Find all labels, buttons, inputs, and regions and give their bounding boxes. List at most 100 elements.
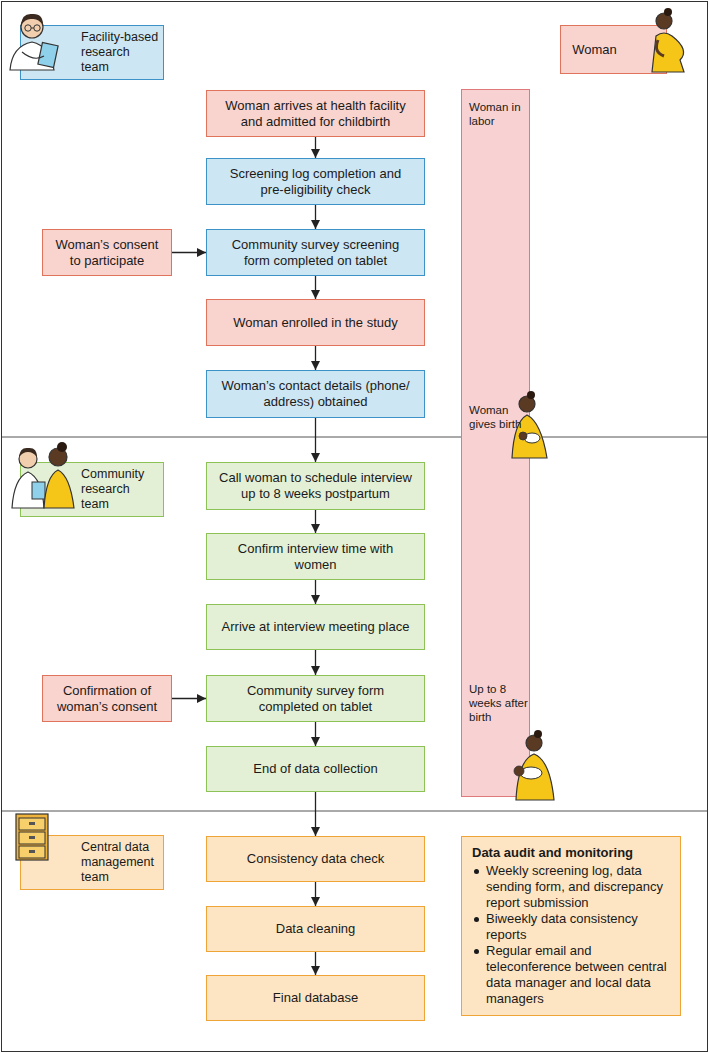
researcher-icon xyxy=(25,25,31,31)
researcher-icon xyxy=(34,25,40,31)
process-box: Confirmation of woman’s consent xyxy=(42,675,172,722)
process-box: Community survey form completed on table… xyxy=(206,675,425,722)
flow-arrow xyxy=(315,882,316,906)
community-team-icon xyxy=(44,470,74,508)
box-text: Confirmation of woman’s consent xyxy=(53,683,161,715)
process-box: Screening log completion and pre-eligibi… xyxy=(206,158,425,205)
flow-arrow xyxy=(315,952,316,975)
bullet-row: Weekly screening log, data sending form,… xyxy=(472,863,670,911)
researcher-icon xyxy=(38,43,58,68)
researcher-icon xyxy=(10,42,54,70)
flow-arrow xyxy=(172,252,206,253)
researcher-icon xyxy=(10,14,58,70)
flow-arrow xyxy=(315,205,316,229)
community-team-icon xyxy=(32,482,45,499)
process-box: Community survey screening form complete… xyxy=(206,229,425,276)
bullet-row: Regular email and teleconference between… xyxy=(472,943,670,1007)
section-divider xyxy=(2,811,707,812)
bullet-text: Biweekly data consistency reports xyxy=(486,911,670,943)
bullet-text: Weekly screening log, data sending form,… xyxy=(486,863,670,911)
woman-giving-birth-icon xyxy=(519,432,527,440)
timeline-bar: Woman in laborWoman gives birth Up to 8 w… xyxy=(461,89,530,797)
researcher-icon xyxy=(31,28,34,29)
community-team-icon xyxy=(19,450,37,468)
team-name: Central data management team xyxy=(81,840,159,885)
flow-arrow xyxy=(315,722,316,746)
flow-arrow xyxy=(315,792,316,836)
filing-cabinet-icon xyxy=(29,850,35,853)
mother-with-baby-icon xyxy=(520,767,542,779)
researcher-icon xyxy=(22,52,44,58)
box-text: Final database xyxy=(273,990,358,1006)
box-text: Confirm interview time with women xyxy=(217,541,414,573)
process-box: Woman enrolled in the study xyxy=(206,299,425,346)
bullet-dot xyxy=(474,949,479,954)
filing-cabinet-icon xyxy=(19,818,45,830)
box-text: Arrive at interview meeting place xyxy=(222,619,410,635)
process-box: Woman arrives at health facility and adm… xyxy=(206,90,425,137)
woman-giving-birth-icon xyxy=(512,391,547,458)
process-box: Arrive at interview meeting place xyxy=(206,604,425,650)
process-box: Woman’s contact details (phone/ address)… xyxy=(206,370,425,418)
researcher-icon xyxy=(21,14,43,25)
researcher-icon xyxy=(21,16,43,38)
box-text: End of data collection xyxy=(253,761,377,777)
bullet-dot xyxy=(474,869,479,874)
flow-arrow xyxy=(315,276,316,299)
section-divider xyxy=(2,437,707,438)
woman-giving-birth-icon xyxy=(524,433,540,443)
box-text: Woman’s contact details (phone/ address)… xyxy=(217,378,414,410)
filing-cabinet-icon xyxy=(19,846,45,858)
box-text: Community survey screening form complete… xyxy=(217,237,414,269)
flow-arrow xyxy=(315,137,316,158)
mother-with-baby-icon xyxy=(514,730,554,800)
flow-arrow xyxy=(315,580,316,604)
process-box: Data cleaning xyxy=(206,906,425,952)
process-box: End of data collection xyxy=(206,746,425,792)
timeline-text: Up to 8 weeks after birth xyxy=(469,682,529,724)
pregnant-woman-icon xyxy=(664,8,672,16)
note-heading: Data audit and monitoring xyxy=(472,845,670,861)
process-box: Call woman to schedule interview up to 8… xyxy=(206,462,425,510)
team-name: Community research team xyxy=(81,467,159,512)
timeline-text: Woman in labor xyxy=(469,100,529,128)
box-text: Call woman to schedule interview up to 8… xyxy=(217,470,414,502)
woman-giving-birth-icon xyxy=(519,396,535,412)
flow-arrow xyxy=(172,698,206,699)
flow-arrow xyxy=(315,418,316,462)
box-text: Woman enrolled in the study xyxy=(233,315,398,331)
filing-cabinet-icon xyxy=(16,814,48,860)
box-text: Consistency data check xyxy=(247,851,384,867)
timeline-text: Woman gives birth xyxy=(469,403,529,431)
community-team-icon xyxy=(12,472,44,508)
filing-cabinet-icon xyxy=(29,836,35,839)
filing-cabinet-icon xyxy=(19,832,45,844)
flow-arrow xyxy=(315,650,316,675)
mother-with-baby-icon xyxy=(534,730,542,738)
woman-giving-birth-icon xyxy=(527,391,535,399)
box-text: Data cleaning xyxy=(276,921,356,937)
team-label: Facility-based research team xyxy=(20,25,164,80)
community-team-icon xyxy=(19,448,37,457)
mother-with-baby-icon xyxy=(526,735,542,751)
pregnant-woman-icon xyxy=(652,33,684,72)
flow-arrow xyxy=(315,510,316,533)
box-text: Community survey form completed on table… xyxy=(217,683,414,715)
pregnant-woman-icon xyxy=(652,8,684,72)
community-team-icon xyxy=(49,448,67,466)
note-box: Data audit and monitoringWeekly screenin… xyxy=(461,836,681,1016)
actor-label: Woman xyxy=(560,25,667,74)
pregnant-woman-icon xyxy=(656,40,664,56)
box-text: Screening log completion and pre-eligibi… xyxy=(217,166,414,198)
mother-with-baby-icon xyxy=(516,754,554,800)
process-box: Confirm interview time with women xyxy=(206,533,425,580)
flow-arrow xyxy=(315,346,316,370)
process-box: Consistency data check xyxy=(206,836,425,882)
filing-cabinet-icon xyxy=(29,822,35,825)
process-box: Woman’s consent to participate xyxy=(42,229,172,276)
team-name: Facility-based research team xyxy=(81,30,159,75)
